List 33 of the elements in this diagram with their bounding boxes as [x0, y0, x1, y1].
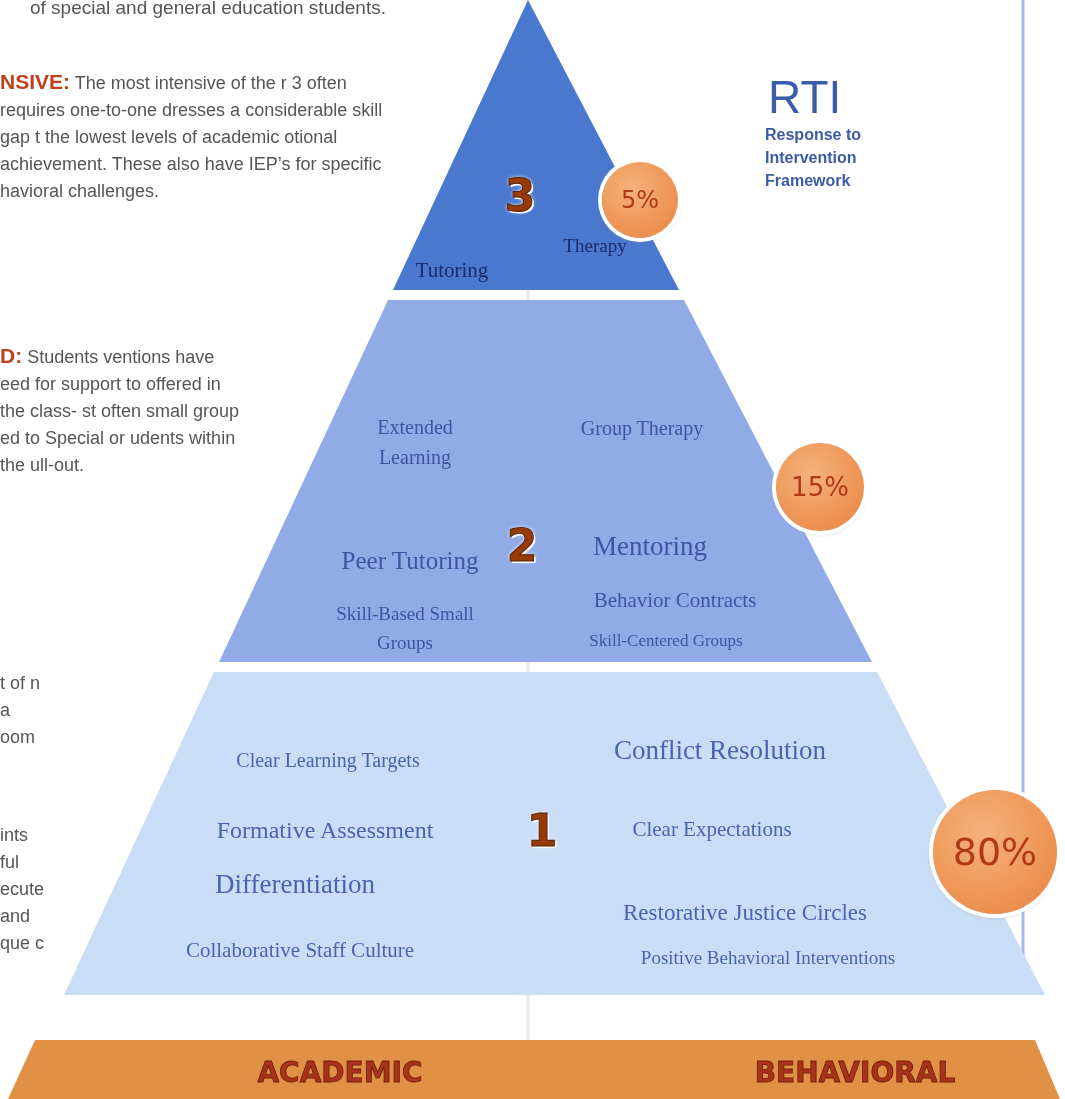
- pyramid-tier: [393, 0, 679, 290]
- tier-label: Restorative Justice Circles: [623, 900, 867, 926]
- tier-label: Group Therapy: [580, 416, 704, 440]
- tier-label: Collaborative Staff Culture: [185, 937, 415, 963]
- tier-label: Conflict Resolution: [613, 734, 827, 766]
- tier-label: Therapy: [563, 235, 627, 257]
- intro-text: of special and general education students.: [30, 0, 387, 20]
- subtitle: Response to Intervention Framework: [765, 125, 862, 191]
- tier-label: Clear Expectations: [632, 816, 792, 842]
- description-paragraph: t of n a oom: [0, 672, 42, 749]
- tier-number: 2: [506, 519, 538, 571]
- category-label: BEHAVIORAL: [754, 1055, 956, 1089]
- tier-label: Mentoring: [593, 530, 707, 562]
- tier-label: Formative Assessment: [216, 816, 434, 844]
- percentage-badge: 5%: [602, 162, 678, 238]
- tier-label: Positive Behavioral Interventions: [640, 947, 896, 969]
- description-paragraph: NSIVE: The most intensive of the r 3 often requires one-to-one dresses a considerable skill gap t the lowest levels of academic otional achievement. These also have IEP’s for specific havioral challenges.: [0, 69, 384, 203]
- rti-heading: RTI: [768, 72, 842, 123]
- tier-label: Peer Tutoring: [341, 547, 479, 575]
- tier-label: Differentiation: [215, 868, 375, 900]
- description-paragraph: D: Students ventions have eed for support to offered in the class- st often small group ed to Special or udents within the ull-out.: [0, 343, 241, 477]
- tier-label: Skill-Based Small Groups: [335, 601, 475, 655]
- tier-label: Skill-Centered Groups: [589, 631, 743, 651]
- tier-label: Clear Learning Targets: [236, 748, 420, 772]
- pyramid-tier: [64, 672, 1045, 995]
- description-paragraph: ints ful ecute and que c: [0, 824, 46, 955]
- category-band: [8, 1040, 1060, 1099]
- category-label: ACADEMIC: [257, 1055, 423, 1089]
- tier-label: Tutoring: [415, 257, 489, 283]
- tier-label: Extended Learning: [376, 415, 454, 471]
- tier-number: 1: [526, 804, 558, 856]
- tier-label: Behavior Contracts: [593, 587, 757, 613]
- tier-number: 3: [504, 169, 536, 221]
